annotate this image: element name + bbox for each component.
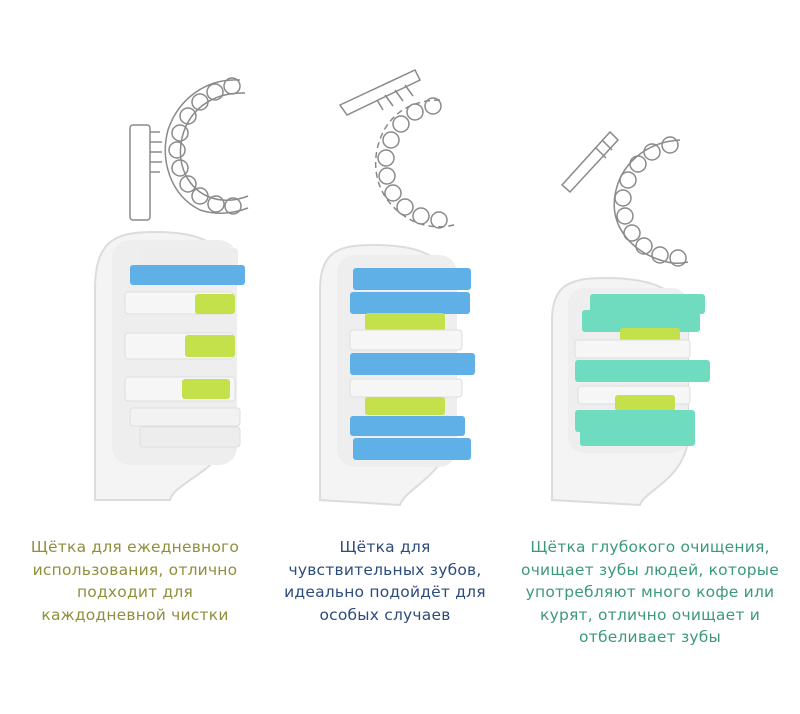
sensitive-bristles: [349, 268, 475, 460]
sensitive-brush-caption: Щётка для чувствительных зубов, идеально…: [284, 538, 486, 624]
brush-panel-daily: Щётка для ежедневного использования, отл…: [0, 0, 270, 714]
daily-brush-illustration: [94, 77, 249, 501]
jaw-diagram-icon: [129, 77, 249, 221]
daily-bristles: [124, 248, 245, 448]
jaw-diagram-icon: [560, 130, 689, 267]
jaw-diagram-icon: [338, 69, 458, 229]
deep-clean-bristles: [574, 294, 710, 446]
brush-panel-sensitive: Щётка для чувствительных зубов, идеально…: [265, 0, 535, 714]
daily-brush-caption: Щётка для ежедневного использования, отл…: [30, 538, 240, 624]
brush-panel-deep-clean: Щётка глубокого очищения, очищает зубы л…: [520, 0, 800, 714]
sensitive-brush-illustration: [319, 69, 475, 507]
deep-clean-brush-caption: Щётка глубокого очищения, очищает зубы л…: [521, 538, 779, 646]
deep-clean-brush-illustration: [551, 130, 710, 507]
